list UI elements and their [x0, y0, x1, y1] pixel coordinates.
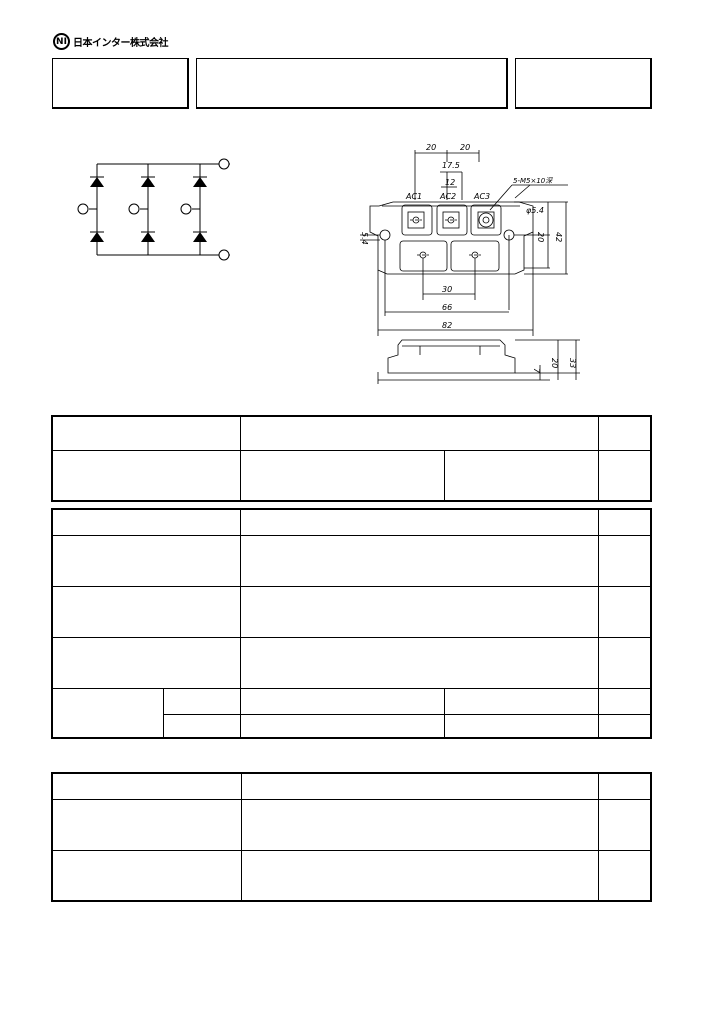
outline-drawing: 20 20 17.5 12 AC1 AC2 AC3 5-M5×10深 φ5.4 … [360, 143, 580, 384]
table-cell [239, 534, 600, 587]
part-number-box [52, 58, 189, 109]
table-cell [51, 772, 242, 800]
table-cell [51, 449, 241, 502]
table-cell [444, 687, 600, 715]
rating-box [515, 58, 652, 109]
table-cell [598, 772, 652, 800]
table-cell [51, 636, 241, 689]
dim-17-5: 17.5 [442, 161, 460, 170]
table-cell [163, 687, 241, 715]
table-cell [598, 415, 652, 451]
table-cell [239, 636, 600, 689]
circuit-diagram [77, 158, 230, 261]
dim-33: 33 [568, 358, 577, 368]
table-cell [598, 798, 652, 851]
table-cell [239, 415, 600, 451]
dim-82: 82 [442, 321, 452, 330]
table-cell [598, 585, 652, 638]
table-cell [241, 849, 599, 902]
ratings-table [51, 508, 652, 739]
table-cell [51, 849, 242, 902]
table-cell [241, 798, 599, 851]
table-cell [51, 508, 241, 536]
table-cell [51, 534, 241, 587]
table-cell [598, 713, 652, 739]
dim-5-4: 5.4 [360, 232, 369, 245]
table-cell [598, 849, 652, 902]
dim-66: 66 [442, 303, 452, 312]
company-logo: NI 日本インター株式会社 [53, 33, 169, 50]
logo-mark: NI [53, 33, 70, 50]
title-box [196, 58, 508, 109]
table-cell [163, 713, 241, 739]
table-cell [598, 636, 652, 689]
table-cell [239, 687, 446, 715]
table-cell [239, 449, 446, 502]
dim-screw: 5-M5×10深 [513, 177, 553, 185]
terminal-ac1: AC1 [405, 192, 422, 201]
table-cell [51, 415, 241, 451]
terminal-ac3: AC3 [473, 192, 490, 201]
table-cell [444, 449, 600, 502]
table-cell [239, 508, 600, 536]
dim-7: 7 [532, 368, 541, 374]
dim-20-side: 20 [550, 358, 559, 368]
max-ratings-table [51, 415, 652, 502]
table-cell [444, 713, 600, 739]
table-cell [598, 449, 652, 502]
company-name: 日本インター株式会社 [73, 38, 169, 49]
table-cell [239, 585, 600, 638]
table-cell [598, 508, 652, 536]
dim-42: 42 [554, 232, 563, 242]
table-cell [51, 585, 241, 638]
dim-30: 30 [442, 285, 452, 294]
dim-12: 12 [445, 178, 455, 187]
terminal-ac2: AC2 [439, 192, 456, 201]
table-cell [598, 687, 652, 715]
table-cell [598, 534, 652, 587]
table-cell [239, 713, 446, 739]
characteristics-table [51, 772, 652, 902]
table-cell [51, 798, 242, 851]
dim-20-height: 20 [536, 232, 545, 242]
table-cell [51, 687, 165, 739]
dim-hole: φ5.4 [526, 206, 544, 215]
dim-20-left: 20 [426, 143, 436, 152]
table-cell [241, 772, 599, 800]
dim-20-right: 20 [460, 143, 470, 152]
